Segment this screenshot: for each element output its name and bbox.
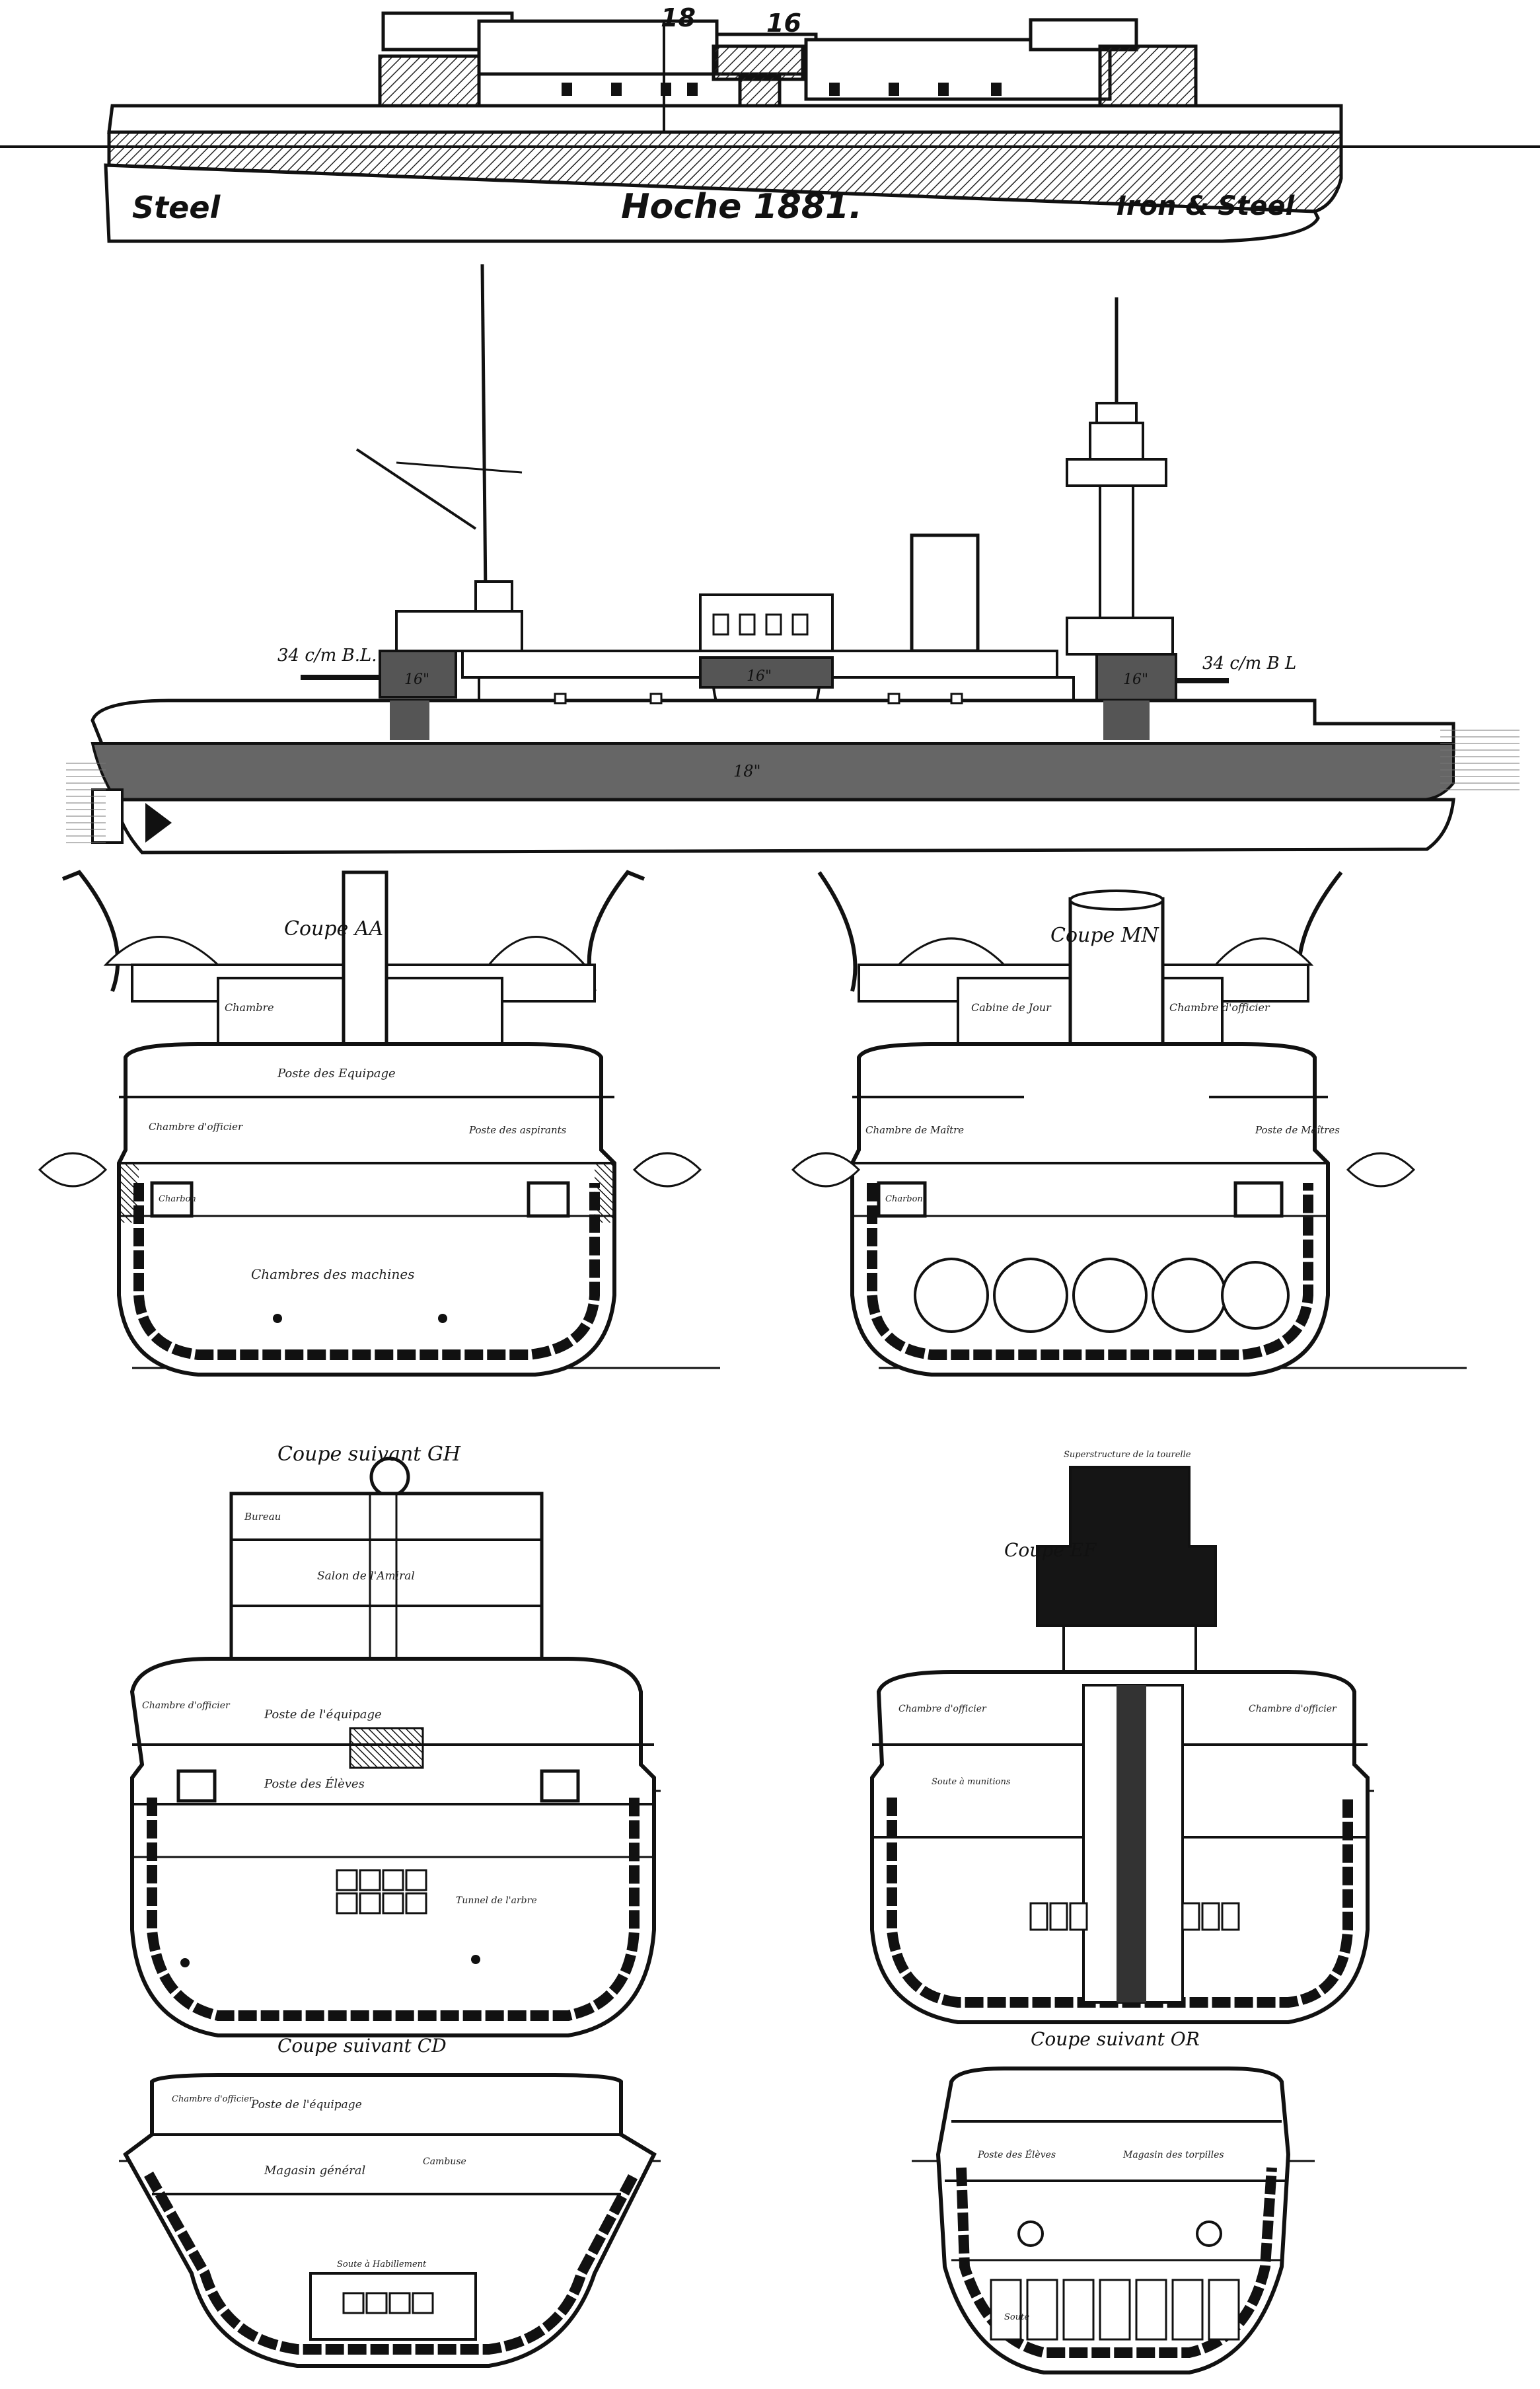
section-aa-label-5: Poste des aspirants (468, 1124, 567, 1136)
gun-label-left: 34 c/m B.L. (277, 646, 377, 665)
section-mn-title: Coupe MN (1050, 924, 1160, 947)
section-cd-label-5: Cambuse (423, 2156, 466, 2167)
section-cd-label-4: Soute à Habillement (337, 2259, 427, 2269)
plan-label-steel: Steel (132, 190, 221, 225)
hull-section-gh (129, 1657, 656, 2037)
section-gh-label-6: Tunnel de l'arbre (456, 1895, 537, 1906)
section-or-label-2: Magasin des torpilles (1122, 2150, 1224, 2160)
armor-plan-diagram: 18 16 Steel Hoche 1881. Iron & Steel (0, 3, 1540, 243)
section-or: Coupe suivant OR Poste des Élèves Magasi… (912, 2028, 1315, 2374)
turret-mid (712, 44, 805, 81)
section-gh-label-1: Bureau (244, 1511, 281, 1523)
turret-label-mid: 16" (747, 668, 772, 685)
hull-section-aa (117, 1042, 616, 1377)
section-gh-label-5: Chambre d'officier (142, 1700, 231, 1711)
section-ef-label-3: Soute à munitions (932, 1777, 1011, 1787)
section-aa-label-1: Chambre (225, 1001, 274, 1014)
section-or-label-3: Soute (1004, 2312, 1029, 2322)
section-mn: Coupe MN Cabine de Jour Chambre de Maîtr… (791, 871, 1467, 1377)
profile-view: 34 c/m B.L. 34 c/m B L 16" 16" 16" 18" (66, 264, 1520, 854)
section-mn-label-5: Chambre d'officier (1169, 1001, 1270, 1014)
profile-armor-belt (91, 742, 1455, 801)
section-gh-label-3: Poste de l'équipage (264, 1708, 382, 1722)
section-ef-title: Coupe EF (1004, 1539, 1097, 1561)
plan-label-iron-steel: Iron & Steel (1117, 191, 1295, 221)
hull-section-cd (123, 2073, 657, 2368)
section-aa-label-2: Poste des Equipage (277, 1067, 396, 1081)
section-gh-label-2: Salon de l'Amiral (317, 1570, 415, 1583)
section-mn-label-4: Charbon (885, 1194, 923, 1204)
section-aa-label-3: Chambres des machines (251, 1266, 415, 1282)
section-cd-label-2: Magasin général (264, 2164, 365, 2178)
section-ef: Coupe EF Superstructure de la tourelle C… (870, 1450, 1374, 2024)
gun-label-right: 34 c/m B L (1202, 654, 1296, 673)
section-or-title: Coupe suivant OR (1031, 2028, 1200, 2050)
section-mn-label-1: Cabine de Jour (971, 1001, 1052, 1014)
section-cd: Coupe suivant CD Poste de l'équipage Mag… (119, 2035, 661, 2368)
belt-label: 18" (733, 762, 761, 780)
funnel (910, 533, 980, 653)
section-aa-label-4: Chambre d'officier (149, 1121, 243, 1133)
propeller-icon (145, 803, 172, 843)
section-gh: Coupe suivant GH Bureau Salon de l'Amira… (129, 1443, 661, 2037)
plan-title: Hoche 1881. (621, 187, 862, 227)
armor-label-16: 16 (766, 9, 801, 38)
turret-label-aft: 16" (1123, 671, 1148, 688)
turret-label-fore: 16" (404, 671, 429, 688)
section-aa-label-6: Charbon (159, 1194, 196, 1204)
section-cd-label-3: Chambre d'officier (172, 2094, 254, 2104)
section-cd-label-1: Poste de l'équipage (250, 2098, 362, 2111)
section-aa-title: Coupe AA (284, 917, 383, 940)
section-ef-label-4: Chambre d'officier (1249, 1704, 1337, 1714)
section-or-label-1: Poste des Élèves (977, 2148, 1056, 2160)
section-cd-title: Coupe suivant CD (277, 2035, 447, 2057)
foremast (480, 264, 488, 595)
lower-hull (104, 163, 1320, 243)
armor-label-18: 18 (661, 3, 696, 32)
section-mn-label-3: Poste de Maîtres (1255, 1124, 1340, 1136)
section-ef-label-2: Chambre d'officier (898, 1704, 987, 1714)
turret-black (1036, 1466, 1217, 1627)
section-mn-label-2: Chambre de Maître (865, 1124, 964, 1136)
section-gh-title: Coupe suivant GH (277, 1443, 461, 1466)
section-aa: Coupe AA Chambre Poste des Equipage Cham… (38, 870, 720, 1377)
section-ef-label-1: Superstructure de la tourelle (1064, 1450, 1191, 1460)
section-gh-label-4: Poste des Élèves (264, 1776, 365, 1791)
turret-fore (379, 650, 457, 699)
boilers (914, 1258, 1290, 1333)
